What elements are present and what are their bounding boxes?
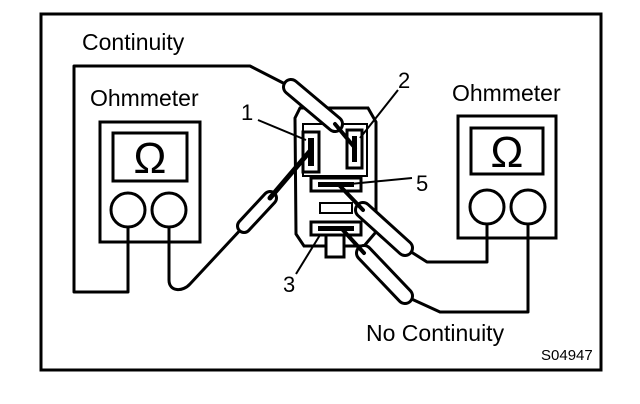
terminal-2-number: 2 bbox=[398, 68, 410, 93]
right-ohmmeter-display bbox=[469, 126, 545, 176]
left-ohm-symbol-icon: Ω bbox=[134, 134, 167, 183]
left-ohmmeter-jack-1 bbox=[109, 191, 147, 229]
probe-terminal-5-tip bbox=[338, 184, 365, 212]
continuity-label: Continuity bbox=[82, 29, 185, 55]
terminal-3-number: 3 bbox=[283, 272, 295, 297]
test-leads bbox=[72, 64, 530, 314]
probe-terminal-1-tip bbox=[267, 147, 314, 201]
right-ohm-symbol-icon: Ω bbox=[491, 128, 524, 177]
left-ohmmeter-label: Ohmmeter bbox=[90, 85, 199, 111]
terminal-2-leader bbox=[359, 89, 399, 139]
continuity-lead-wire bbox=[72, 64, 293, 294]
terminal-5-leader bbox=[349, 177, 413, 185]
probe-terminal-3-tip bbox=[340, 227, 366, 255]
probe-terminal-2-tip bbox=[333, 122, 357, 150]
leader-lines bbox=[257, 89, 413, 275]
left-ohmmeter-jack-2 bbox=[150, 191, 188, 229]
probe-terminal-3-handle-fill bbox=[358, 247, 411, 302]
terminal-5-lead-wire bbox=[403, 222, 489, 264]
terminal-1-number: 1 bbox=[241, 100, 253, 125]
right-ohmmeter-label: Ohmmeter bbox=[452, 80, 561, 106]
probes bbox=[236, 78, 414, 305]
probe-terminal-2-handle-fill bbox=[285, 81, 341, 130]
probe-terminal-5-handle-fill bbox=[357, 204, 411, 254]
terminal-5-number: 5 bbox=[416, 171, 428, 196]
relay-mid-slot bbox=[319, 202, 353, 214]
right-ohmmeter-jack-1 bbox=[468, 188, 506, 226]
no-continuity-label: No Continuity bbox=[366, 320, 505, 346]
figure-code: S04947 bbox=[541, 347, 593, 364]
terminal-3-leader bbox=[295, 234, 321, 275]
terminal-5-slot bbox=[318, 182, 354, 187]
terminal-1-leader bbox=[257, 119, 307, 141]
left-ohmmeter: Ω bbox=[98, 120, 202, 244]
no-continuity-lead-wire bbox=[403, 222, 530, 314]
probe-terminal-1-handle-fill bbox=[239, 193, 275, 231]
left-ohmmeter-display bbox=[111, 131, 189, 183]
right-ohmmeter-jack-2 bbox=[509, 188, 547, 226]
terminal-3-slot bbox=[318, 226, 354, 231]
right-ohmmeter: Ω bbox=[456, 114, 558, 240]
figure-frame bbox=[39, 12, 603, 372]
relay-stem bbox=[324, 233, 346, 259]
terminal-1-lead-wire bbox=[167, 224, 246, 291]
